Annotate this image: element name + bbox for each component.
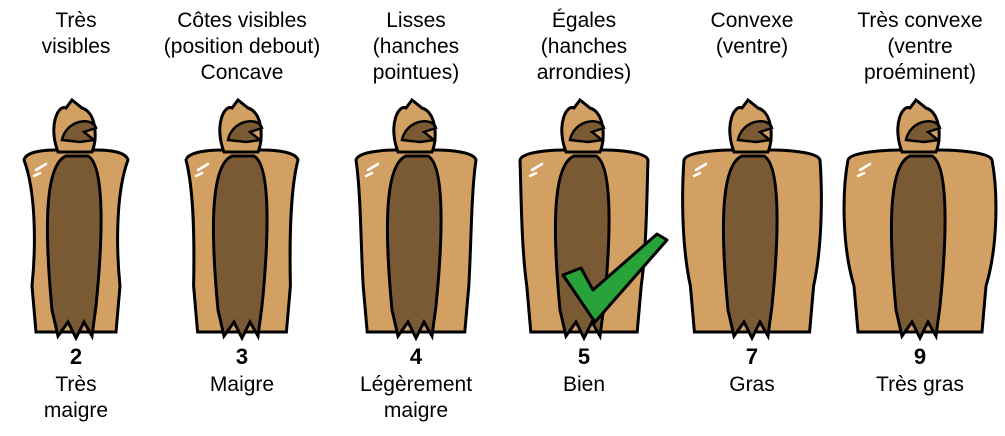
description-line: (position debout) (158, 34, 326, 60)
condition-label: Gras (668, 372, 836, 398)
condition-score: 7 (668, 344, 836, 370)
description-line: (hanches (500, 34, 668, 60)
description-line: (hanches (332, 34, 500, 60)
cattle-rear-view-icon (668, 96, 836, 342)
label-line: Légèrement (332, 372, 500, 398)
tail (387, 156, 441, 338)
description-line: visibles (0, 34, 160, 60)
description-line: arrondies) (500, 60, 668, 86)
cattle-rear-view-icon (836, 96, 1004, 342)
tail (891, 156, 945, 338)
label-line: Bien (500, 372, 668, 398)
label-line: Très (0, 372, 160, 398)
description-line: Côtes visibles (158, 8, 326, 34)
condition-label: Très gras (836, 372, 1004, 398)
checkmark-icon (557, 230, 669, 330)
label-line: maigre (0, 398, 160, 424)
condition-score: 9 (836, 344, 1004, 370)
label-line: Maigre (158, 372, 326, 398)
description-line: (ventre) (668, 34, 836, 60)
condition-label: Maigre (158, 372, 326, 398)
label-line: Très gras (836, 372, 1004, 398)
cattle-rear-view-icon (0, 96, 160, 342)
condition-label: Bien (500, 372, 668, 398)
description-line: Très convexe (836, 8, 1004, 34)
description-line: Convexe (668, 8, 836, 34)
tail (723, 156, 777, 338)
description-line: Lisses (332, 8, 500, 34)
condition-score: 3 (158, 344, 326, 370)
condition-score: 5 (500, 344, 668, 370)
tail (213, 156, 267, 338)
cattle-rear-view-icon (158, 96, 326, 342)
description-line: (ventre (836, 34, 1004, 60)
cattle-rear-view-icon (332, 96, 500, 342)
description-line: pointues) (332, 60, 500, 86)
description-line: Très (0, 8, 160, 34)
condition-description: Côtes visibles(position debout)Concave (158, 8, 326, 86)
description-line: Concave (158, 60, 326, 86)
condition-score: 4 (332, 344, 500, 370)
condition-score: 2 (0, 344, 160, 370)
label-line: Gras (668, 372, 836, 398)
description-line: Égales (500, 8, 668, 34)
tail (47, 156, 101, 338)
label-line: maigre (332, 398, 500, 424)
description-line: proéminent) (836, 60, 1004, 86)
condition-description: Convexe(ventre) (668, 8, 836, 60)
